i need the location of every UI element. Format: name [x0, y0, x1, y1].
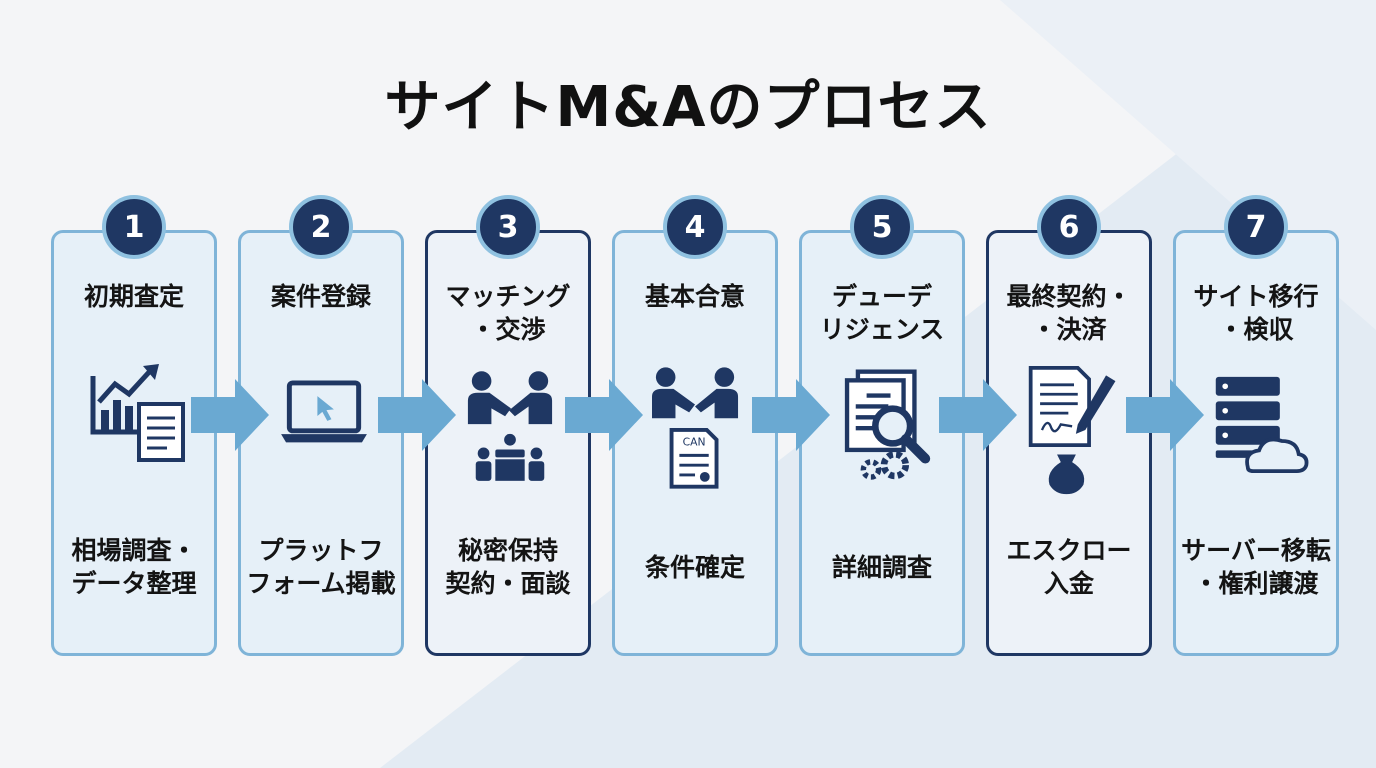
step-description: エスクロー入金 [986, 527, 1152, 607]
step-number-badge: 3 [476, 195, 540, 259]
handshake-meeting-icon [467, 371, 553, 481]
step-description-line: 入金 [1043, 569, 1094, 598]
step-description-line: 契約・面談 [445, 569, 571, 598]
step-description: 条件確定 [612, 527, 778, 607]
step-card-1 [51, 230, 217, 656]
step-title-line: デューデ [831, 282, 932, 311]
step-description-line: サーバー移転 [1181, 536, 1331, 565]
step-description-line: フォーム掲載 [246, 569, 396, 598]
step-title-line: リジェンス [819, 315, 945, 344]
right-arrow-icon [565, 379, 643, 451]
step-title: サイト移行・検収 [1173, 280, 1339, 346]
step-number-badge: 2 [289, 195, 353, 259]
step-description: 相場調査・データ整理 [51, 527, 217, 607]
right-arrow-icon [752, 379, 830, 451]
step-title-line: 基本合意 [644, 282, 745, 311]
step-description-line: プラットフ [258, 536, 384, 565]
step-title-line: 初期査定 [83, 282, 184, 311]
step-description: 秘密保持契約・面談 [425, 527, 591, 607]
document-search-gears-icon [844, 369, 931, 480]
step-number-badge: 6 [1037, 195, 1101, 259]
step-description: サーバー移転・権利譲渡 [1173, 527, 1339, 607]
step-title-line: ・決済 [1031, 315, 1107, 344]
step-title-line: サイト移行 [1193, 282, 1319, 311]
laptop-cursor-icon [281, 380, 367, 443]
right-arrow-icon [939, 379, 1017, 451]
step-description-line: データ整理 [71, 569, 197, 598]
step-number-badge: 5 [850, 195, 914, 259]
step-description: プラットフフォーム掲載 [238, 527, 404, 607]
step-description: 詳細調査 [799, 527, 965, 607]
step-number-badge: 4 [663, 195, 727, 259]
step-description-line: 相場調査・ [71, 536, 197, 565]
right-arrow-icon [378, 379, 456, 451]
step-description-line: エスクロー [1006, 536, 1132, 565]
document-label: CAN [683, 436, 706, 449]
step-description-line: 詳細調査 [831, 552, 932, 582]
step-description-line: ・権利譲渡 [1193, 569, 1319, 598]
right-arrow-icon [1126, 379, 1204, 451]
step-title: 初期査定 [51, 280, 217, 313]
step-title: 基本合意 [612, 280, 778, 313]
step-description-line: 条件確定 [644, 552, 745, 582]
step-description-line: 秘密保持 [457, 536, 558, 565]
server-cloud-icon [1215, 376, 1309, 473]
step-title: マッチング・交渉 [425, 280, 591, 346]
step-title-line: ・検収 [1218, 315, 1294, 344]
growth-chart-report-icon [90, 364, 185, 462]
step-title-line: 案件登録 [270, 282, 371, 311]
handshake-document-icon: CAN [652, 367, 739, 489]
step-title-line: マッチング [445, 282, 571, 311]
step-number-badge: 7 [1224, 195, 1288, 259]
contract-pen-money-icon [1028, 366, 1116, 495]
page-title: サイトM&Aのプロセス [384, 75, 992, 140]
step-title: デューデリジェンス [799, 280, 965, 346]
step-title-line: 最終契約・ [1006, 282, 1132, 311]
step-number-badge: 1 [102, 195, 166, 259]
right-arrow-icon [191, 379, 269, 451]
step-title: 案件登録 [238, 280, 404, 313]
step-title: 最終契約・・決済 [986, 280, 1152, 346]
step-title-line: ・交渉 [470, 315, 546, 344]
